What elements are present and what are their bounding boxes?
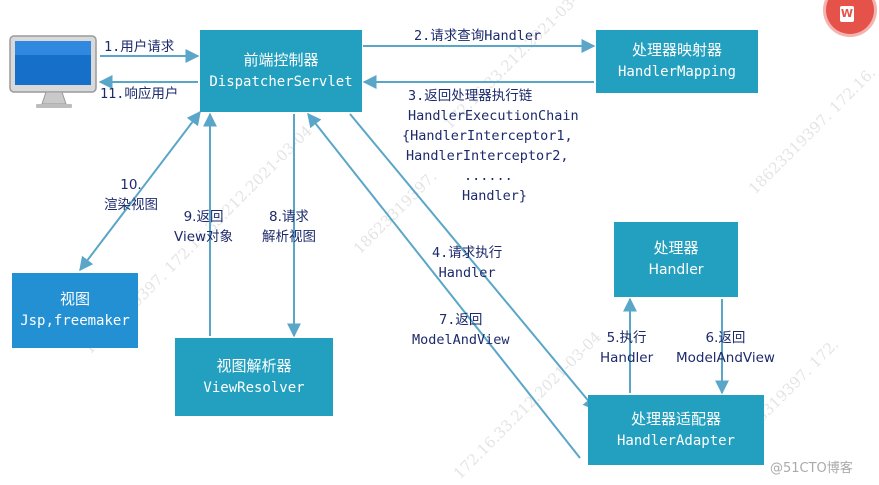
handler-adapter-title: 处理器适配器	[630, 409, 721, 428]
step-5-line: 5.执行	[606, 330, 647, 346]
step-6-line: 6.返回	[705, 330, 746, 346]
arrow-7-return-modelandview	[307, 112, 581, 459]
step-4-line: 4.请求执行	[432, 245, 503, 261]
handler-mapping-node: 处理器映射器 HandlerMapping	[596, 30, 758, 93]
flow-arrows	[79, 39, 729, 459]
view-resolver-name: ViewResolver	[203, 379, 305, 396]
handler-mapping-title: 处理器映射器	[631, 41, 722, 60]
step-3-line: Handler}	[462, 188, 528, 204]
dispatcher-servlet-name: DispatcherServlet	[209, 73, 353, 90]
source-credit: @51CTO博客	[770, 461, 853, 476]
arrow-10-render-view	[79, 110, 201, 272]
step-8-label: 8.请求 解析视图	[262, 207, 316, 247]
handler-name: Handler	[648, 262, 704, 279]
handler-adapter-name: HandlerAdapter	[616, 432, 735, 449]
dispatcher-servlet-title: 前端控制器	[243, 50, 319, 69]
view-title: 视图	[59, 290, 90, 309]
document-app-icon[interactable]: W	[826, 0, 874, 34]
view-node: 视图 Jsp,freemaker	[12, 273, 138, 348]
dispatcher-servlet-node: 前端控制器 DispatcherServlet	[200, 30, 362, 112]
handler-title: 处理器	[653, 239, 699, 258]
step-3-line: HandlerExecutionChain	[408, 108, 579, 124]
step-8-line: 8.请求	[269, 209, 309, 225]
step-9-label: 9.返回 View对象	[174, 207, 233, 247]
step-5-label: 5.执行 Handler	[600, 328, 653, 368]
arrow-4-request-execute	[349, 113, 597, 412]
step-4-label: 4.请求执行 Handler	[432, 243, 502, 283]
step-1-label: 1.用户请求	[104, 39, 175, 55]
view-resolver-node: 视图解析器 ViewResolver	[175, 338, 333, 416]
step-10-line: 渲染视图	[104, 197, 158, 213]
handler-node: 处理器 Handler	[614, 222, 738, 297]
step-5-line: Handler	[600, 350, 654, 366]
step-6-line: ModelAndView	[676, 350, 775, 366]
handler-mapping-name: HandlerMapping	[617, 64, 736, 81]
step-11-label: 11.响应用户	[100, 86, 179, 102]
step-3-line: {HandlerInterceptor1,	[402, 128, 573, 144]
step-9-line: View对象	[174, 229, 234, 245]
step-8-line: 解析视图	[262, 229, 316, 245]
view-name: Jsp,freemaker	[20, 313, 130, 330]
step-7-line: ModelAndView	[412, 332, 510, 348]
step-7-line: 7.返回	[439, 312, 483, 328]
step-3-line: HandlerInterceptor2,	[406, 148, 569, 164]
step-3-line: ......	[464, 168, 513, 184]
step-3-label: 3.返回处理器执行链 HandlerExecutionChain {Handle…	[402, 86, 579, 206]
step-10-line: 10.	[120, 177, 142, 193]
step-2-label: 2.请求查询Handler	[414, 28, 542, 44]
handler-adapter-node: 处理器适配器 HandlerAdapter	[588, 395, 764, 465]
step-6-label: 6.返回 ModelAndView	[676, 328, 775, 368]
step-9-line: 9.返回	[183, 209, 224, 225]
step-7-label: 7.返回 ModelAndView	[412, 310, 510, 350]
view-resolver-title: 视图解析器	[216, 356, 292, 375]
computer-monitor-icon	[9, 35, 97, 108]
step-10-label: 10. 渲染视图	[104, 175, 158, 215]
step-3-line: 3.返回处理器执行链	[408, 88, 533, 104]
diagram-canvas: 18623319397. 172.16.33.212.2021-03-04 17…	[9, 0, 879, 483]
step-4-line: Handler	[438, 265, 496, 281]
